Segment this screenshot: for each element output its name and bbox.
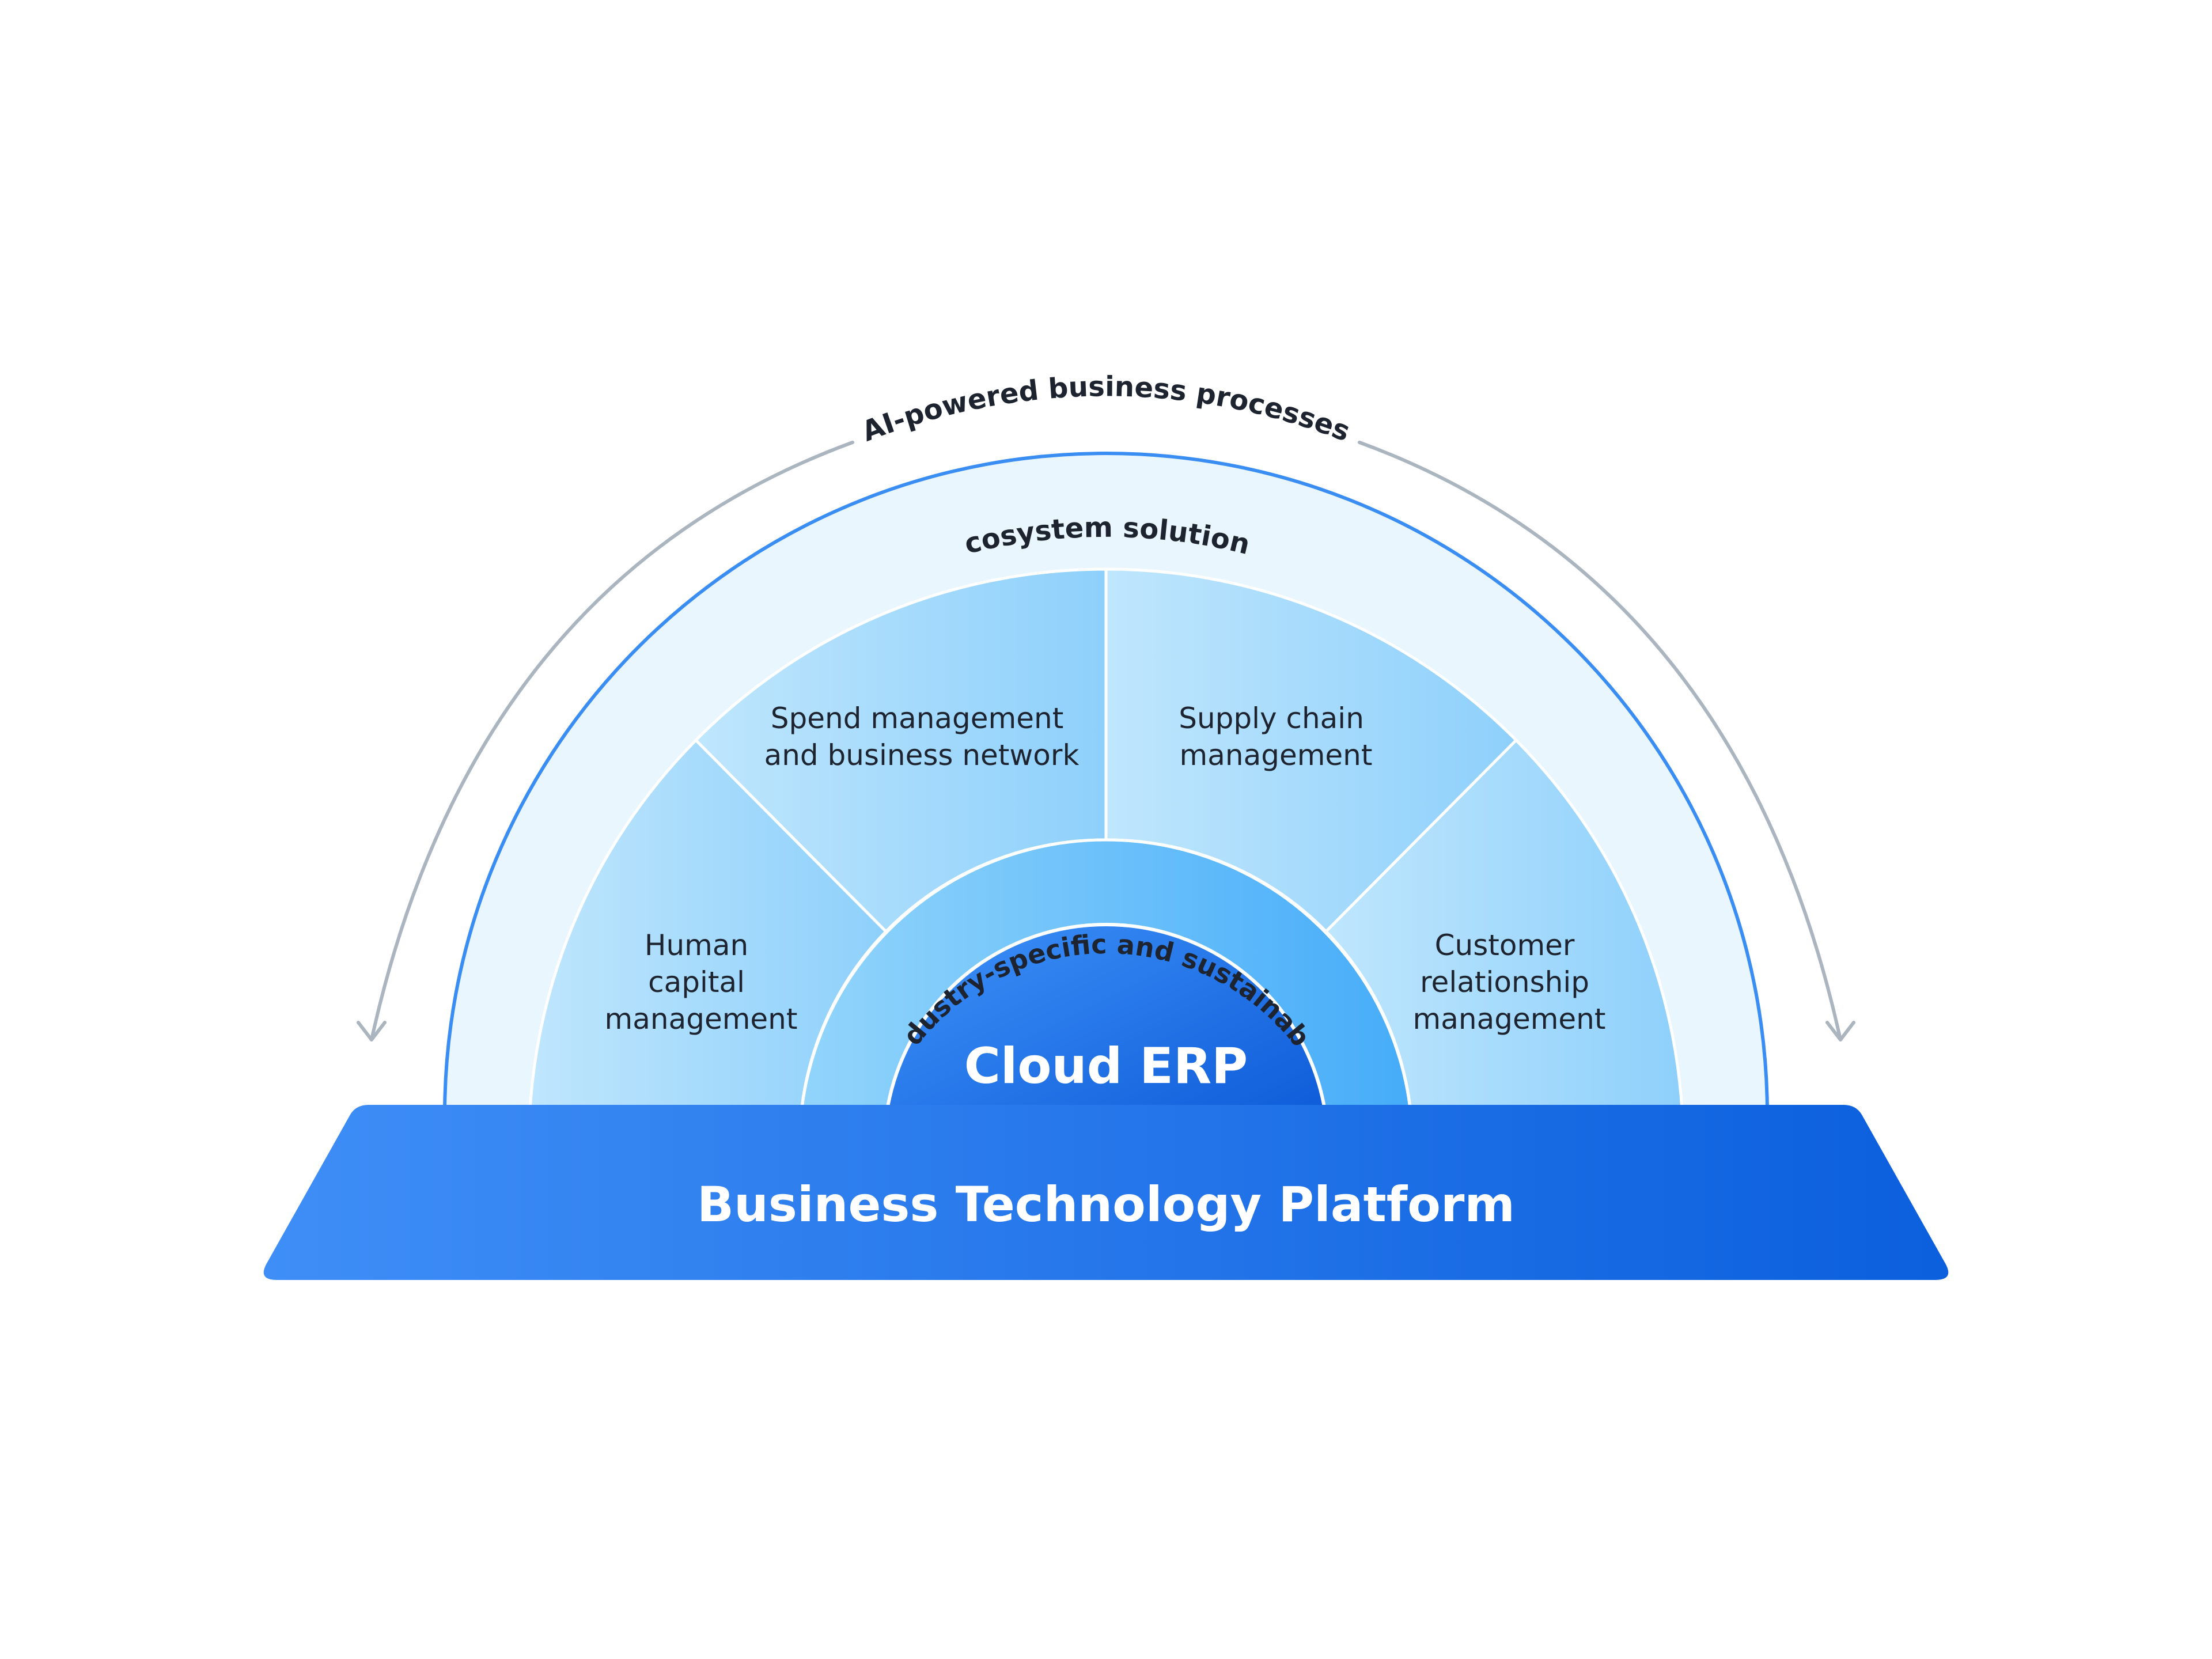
right-arc-arrow bbox=[1358, 441, 1842, 1041]
segment-label-spend: Spend management and business network bbox=[764, 702, 1080, 772]
cloud-erp-label: Cloud ERP bbox=[964, 1037, 1248, 1095]
segment-label-scm: Supply chain management bbox=[1179, 702, 1373, 772]
business-technology-platform bbox=[263, 1105, 1949, 1280]
outer-arc-label: AI-powered business processes bbox=[858, 370, 1354, 448]
left-arc-arrow bbox=[370, 441, 854, 1041]
segment-label-hcm: Human capital management bbox=[605, 929, 798, 1036]
right-arrowhead-icon bbox=[1825, 1021, 1855, 1041]
platform-label: Business Technology Platform bbox=[697, 1176, 1515, 1233]
outer-arc-arrows bbox=[357, 441, 1855, 1041]
cloud-erp-core bbox=[882, 923, 1330, 1148]
segment-label-crm: Customer relationship management bbox=[1413, 929, 1606, 1036]
segments-ring bbox=[527, 567, 1685, 1148]
left-arrowhead-icon bbox=[357, 1021, 387, 1041]
